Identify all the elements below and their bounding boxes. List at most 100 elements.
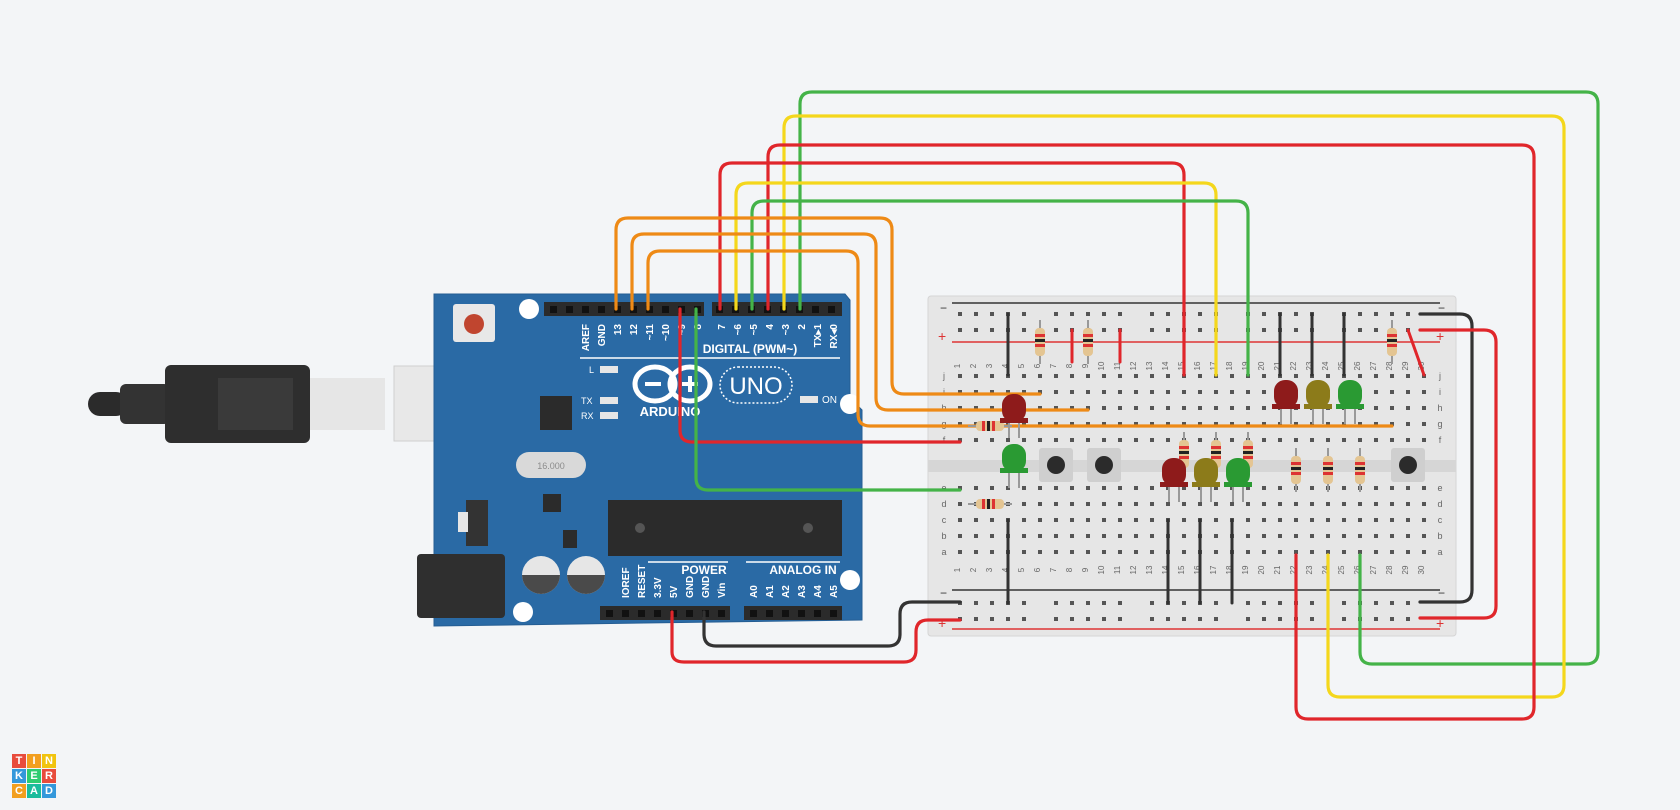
breadboard-hole[interactable] [1262, 390, 1266, 394]
wires[interactable] [614, 90, 1600, 721]
breadboard-hole[interactable] [1006, 438, 1010, 442]
breadboard-hole[interactable] [1278, 550, 1282, 554]
red-led[interactable] [1272, 380, 1300, 424]
breadboard-hole[interactable] [1134, 534, 1138, 538]
breadboard-hole[interactable] [1246, 486, 1250, 490]
header-pin[interactable] [750, 610, 757, 617]
breadboard-hole[interactable] [1230, 422, 1234, 426]
rail-hole[interactable] [1214, 617, 1218, 621]
breadboard-hole[interactable] [1310, 486, 1314, 490]
resistor[interactable] [1387, 320, 1397, 364]
breadboard-hole[interactable] [1278, 502, 1282, 506]
breadboard-hole[interactable] [1262, 502, 1266, 506]
breadboard-hole[interactable] [1390, 518, 1394, 522]
breadboard-hole[interactable] [1102, 374, 1106, 378]
breadboard-hole[interactable] [1262, 534, 1266, 538]
breadboard-hole[interactable] [1406, 390, 1410, 394]
breadboard-hole[interactable] [974, 534, 978, 538]
breadboard-hole[interactable] [1198, 406, 1202, 410]
breadboard-hole[interactable] [1278, 486, 1282, 490]
breadboard-hole[interactable] [1166, 390, 1170, 394]
breadboard-hole[interactable] [1230, 406, 1234, 410]
breadboard-hole[interactable] [1246, 502, 1250, 506]
breadboard-hole[interactable] [1294, 502, 1298, 506]
rail-hole[interactable] [1198, 328, 1202, 332]
breadboard-hole[interactable] [1310, 534, 1314, 538]
breadboard-hole[interactable] [1118, 438, 1122, 442]
breadboard-hole[interactable] [974, 406, 978, 410]
breadboard-hole[interactable] [1118, 518, 1122, 522]
breadboard-hole[interactable] [1326, 374, 1330, 378]
breadboard-hole[interactable] [1054, 438, 1058, 442]
rail-hole[interactable] [1118, 601, 1122, 605]
breadboard-hole[interactable] [1390, 374, 1394, 378]
breadboard-hole[interactable] [1118, 534, 1122, 538]
rail-hole[interactable] [1278, 601, 1282, 605]
breadboard-hole[interactable] [1038, 406, 1042, 410]
breadboard-hole[interactable] [1294, 374, 1298, 378]
breadboard-hole[interactable] [1102, 550, 1106, 554]
breadboard-hole[interactable] [1406, 502, 1410, 506]
breadboard-hole[interactable] [1182, 422, 1186, 426]
breadboard-hole[interactable] [1006, 390, 1010, 394]
breadboard-hole[interactable] [1246, 550, 1250, 554]
rail-hole[interactable] [1310, 601, 1314, 605]
breadboard-hole[interactable] [1246, 534, 1250, 538]
breadboard-hole[interactable] [1038, 486, 1042, 490]
breadboard-hole[interactable] [1358, 422, 1362, 426]
breadboard-hole[interactable] [1374, 422, 1378, 426]
resistor[interactable] [1291, 448, 1301, 492]
breadboard-hole[interactable] [1118, 374, 1122, 378]
rail-hole[interactable] [1022, 328, 1026, 332]
breadboard-hole[interactable] [1326, 534, 1330, 538]
breadboard-hole[interactable] [1342, 534, 1346, 538]
green-led[interactable] [1000, 444, 1028, 488]
breadboard-hole[interactable] [1102, 422, 1106, 426]
breadboard-hole[interactable] [1422, 486, 1426, 490]
breadboard-hole[interactable] [1134, 422, 1138, 426]
breadboard-hole[interactable] [1214, 390, 1218, 394]
breadboard-hole[interactable] [1374, 518, 1378, 522]
breadboard-hole[interactable] [990, 374, 994, 378]
rail-hole[interactable] [1390, 617, 1394, 621]
breadboard-hole[interactable] [1406, 422, 1410, 426]
breadboard-hole[interactable] [958, 390, 962, 394]
rail-hole[interactable] [1150, 312, 1154, 316]
breadboard-hole[interactable] [958, 502, 962, 506]
resistor[interactable] [1035, 320, 1045, 364]
rail-hole[interactable] [1198, 312, 1202, 316]
breadboard-hole[interactable] [1198, 438, 1202, 442]
breadboard-hole[interactable] [1054, 422, 1058, 426]
breadboard-hole[interactable] [1054, 534, 1058, 538]
rail-hole[interactable] [1246, 617, 1250, 621]
breadboard-hole[interactable] [1150, 406, 1154, 410]
breadboard-hole[interactable] [1118, 550, 1122, 554]
breadboard-hole[interactable] [1182, 486, 1186, 490]
breadboard-hole[interactable] [1326, 550, 1330, 554]
red-led[interactable] [1160, 458, 1188, 502]
breadboard-hole[interactable] [1118, 502, 1122, 506]
breadboard-hole[interactable] [1390, 502, 1394, 506]
rail-hole[interactable] [974, 328, 978, 332]
breadboard-hole[interactable] [1054, 406, 1058, 410]
breadboard-hole[interactable] [1406, 534, 1410, 538]
breadboard-hole[interactable] [1246, 518, 1250, 522]
power-jack[interactable] [417, 554, 505, 618]
breadboard-hole[interactable] [1374, 438, 1378, 442]
breadboard-hole[interactable] [1422, 534, 1426, 538]
breadboard-hole[interactable] [1406, 406, 1410, 410]
breadboard-hole[interactable] [1374, 534, 1378, 538]
resistor[interactable] [1355, 448, 1365, 492]
breadboard-hole[interactable] [1134, 518, 1138, 522]
breadboard-hole[interactable] [1022, 518, 1026, 522]
rail-hole[interactable] [1022, 312, 1026, 316]
breadboard-hole[interactable] [1214, 550, 1218, 554]
breadboard-hole[interactable] [974, 390, 978, 394]
breadboard-hole[interactable] [1390, 438, 1394, 442]
breadboard-hole[interactable] [1038, 422, 1042, 426]
breadboard-hole[interactable] [1054, 390, 1058, 394]
resistor[interactable] [968, 499, 1012, 509]
rail-hole[interactable] [1342, 601, 1346, 605]
breadboard-hole[interactable] [1150, 422, 1154, 426]
rail-hole[interactable] [1070, 601, 1074, 605]
